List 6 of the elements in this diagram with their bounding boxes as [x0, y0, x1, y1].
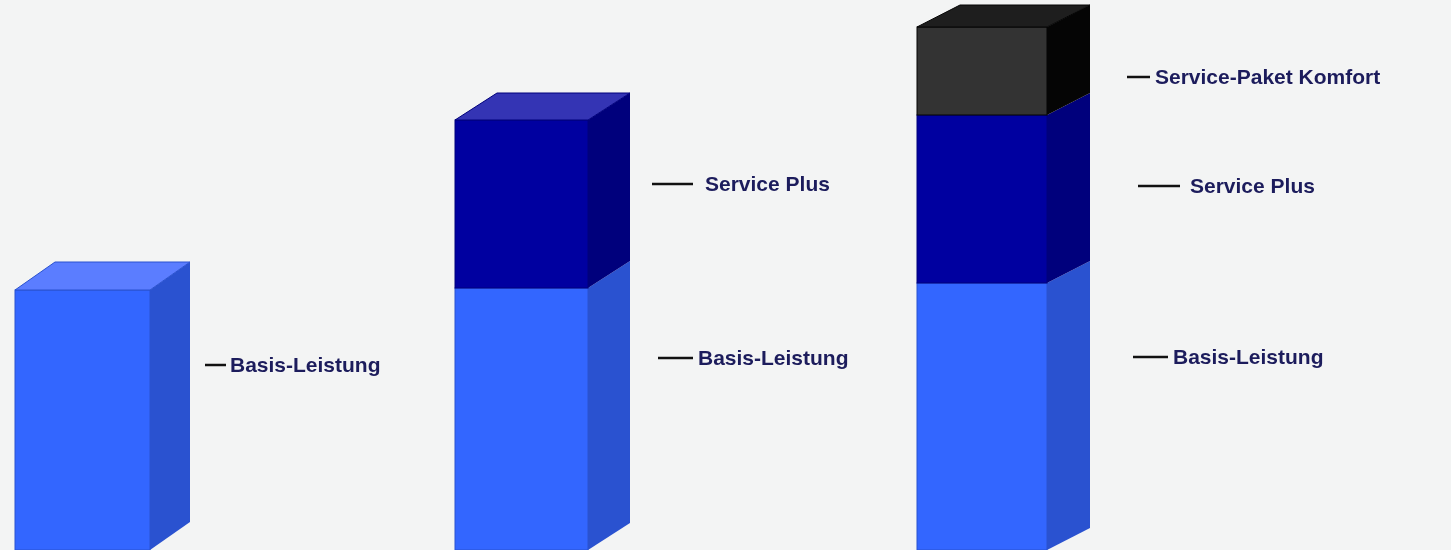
- segment-label: Basis-Leistung: [1173, 344, 1324, 370]
- segment-label: Service-Paket Komfort: [1155, 64, 1381, 90]
- segment-label: Service Plus: [705, 171, 830, 197]
- segment-label: Service Plus: [1190, 173, 1315, 199]
- segment-label: Basis-Leistung: [230, 352, 381, 378]
- segment-label: Basis-Leistung: [698, 345, 849, 371]
